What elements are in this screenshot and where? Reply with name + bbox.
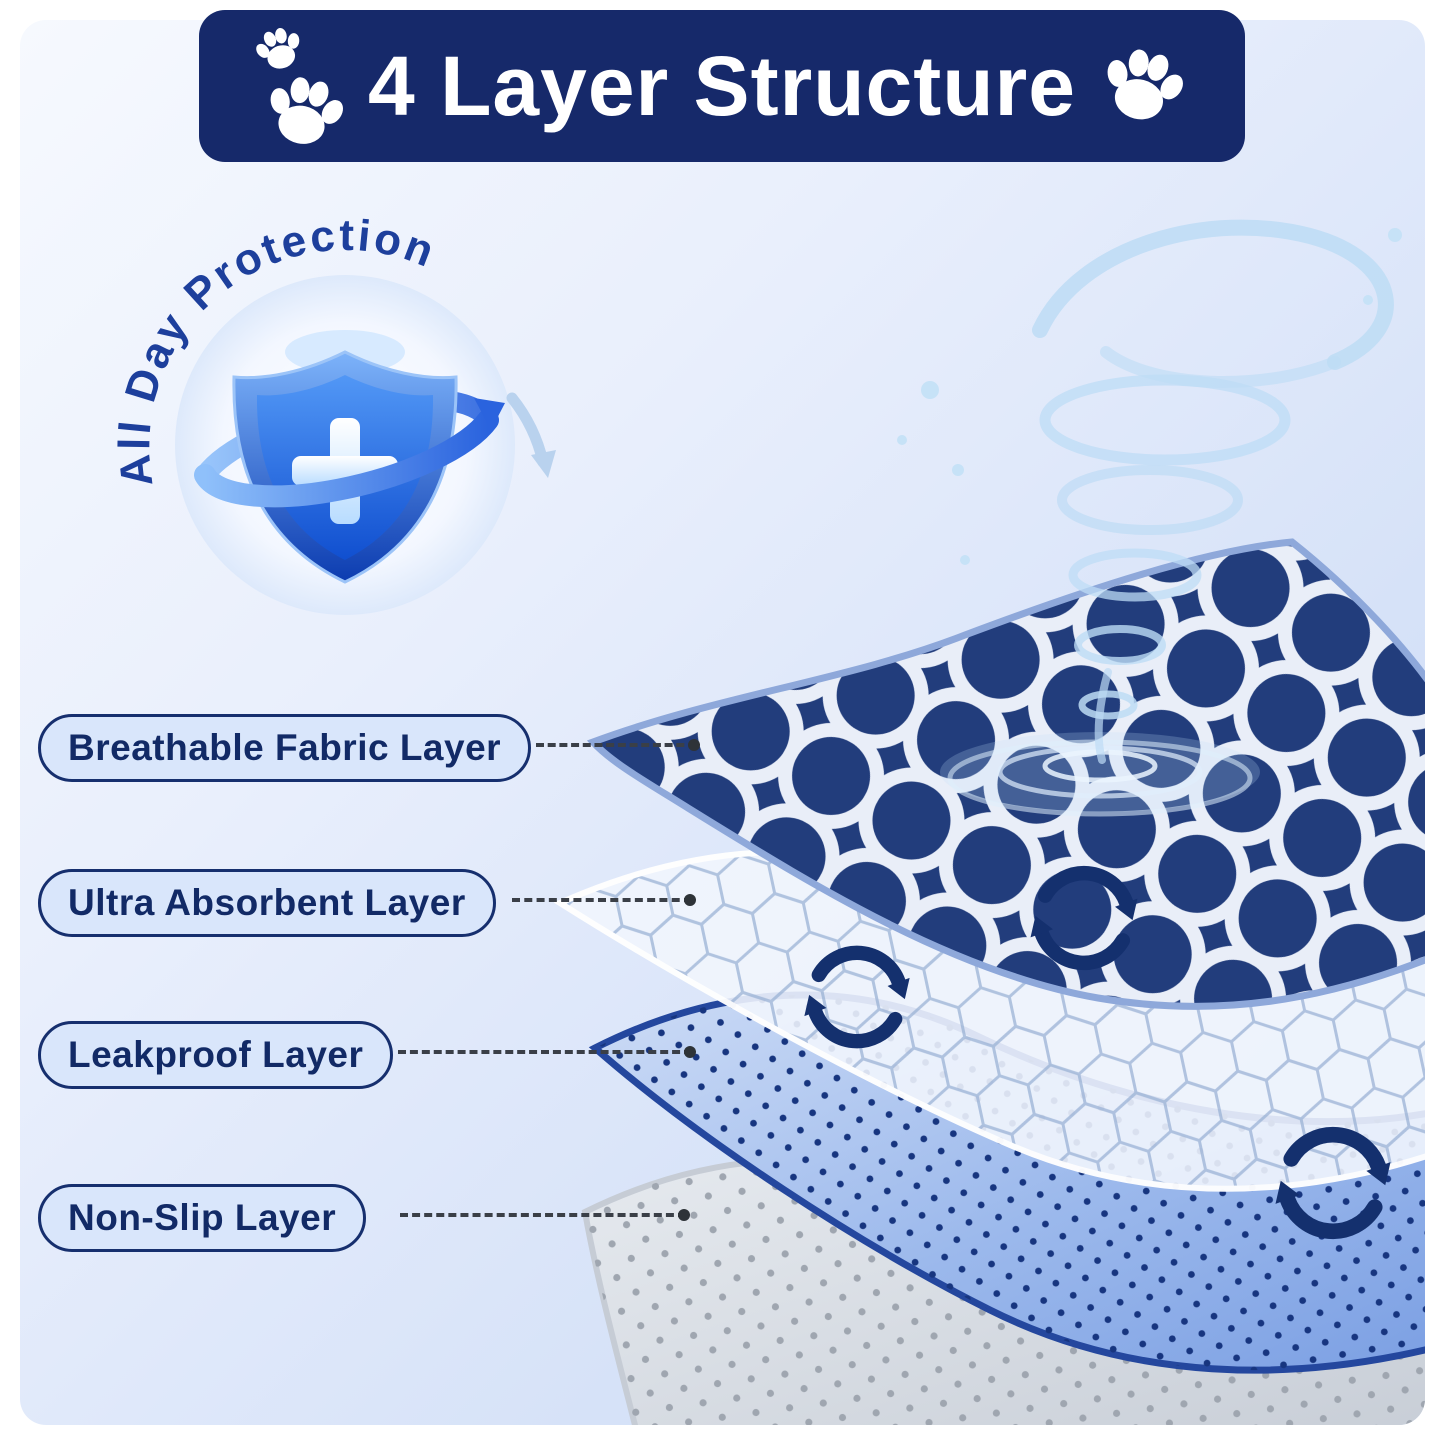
label-breathable-fabric-layer: Breathable Fabric Layer <box>38 714 532 782</box>
label-nonslip-layer: Non-Slip Layer <box>38 1184 367 1252</box>
label-ultra-absorbent-layer: Ultra Absorbent Layer <box>38 869 496 937</box>
all-day-protection-badge: All Day Protection <box>110 211 556 615</box>
connector-line-nonslip <box>400 1209 690 1221</box>
water-droplets <box>897 228 1402 565</box>
paw-icon <box>1087 32 1196 141</box>
ribbon-arrowhead <box>474 398 505 430</box>
badge-swoosh-arrowhead <box>531 450 556 478</box>
ribbon-front <box>194 409 499 508</box>
connector-line-breathable <box>536 739 700 751</box>
paw-icon <box>253 62 355 164</box>
layer-breathable <box>586 538 1425 1010</box>
water-vortex-icon <box>897 219 1402 764</box>
layers-illustration: All Day Protection <box>110 211 1425 1425</box>
page-title: 4 Layer Structure <box>368 38 1076 133</box>
badge-swoosh-arrow <box>506 392 549 468</box>
title-banner: 4 Layer Structure <box>199 10 1245 162</box>
connector-line-leakproof <box>398 1046 696 1058</box>
label-leakproof-layer: Leakproof Layer <box>38 1021 394 1089</box>
connector-line-absorbent <box>512 894 696 906</box>
